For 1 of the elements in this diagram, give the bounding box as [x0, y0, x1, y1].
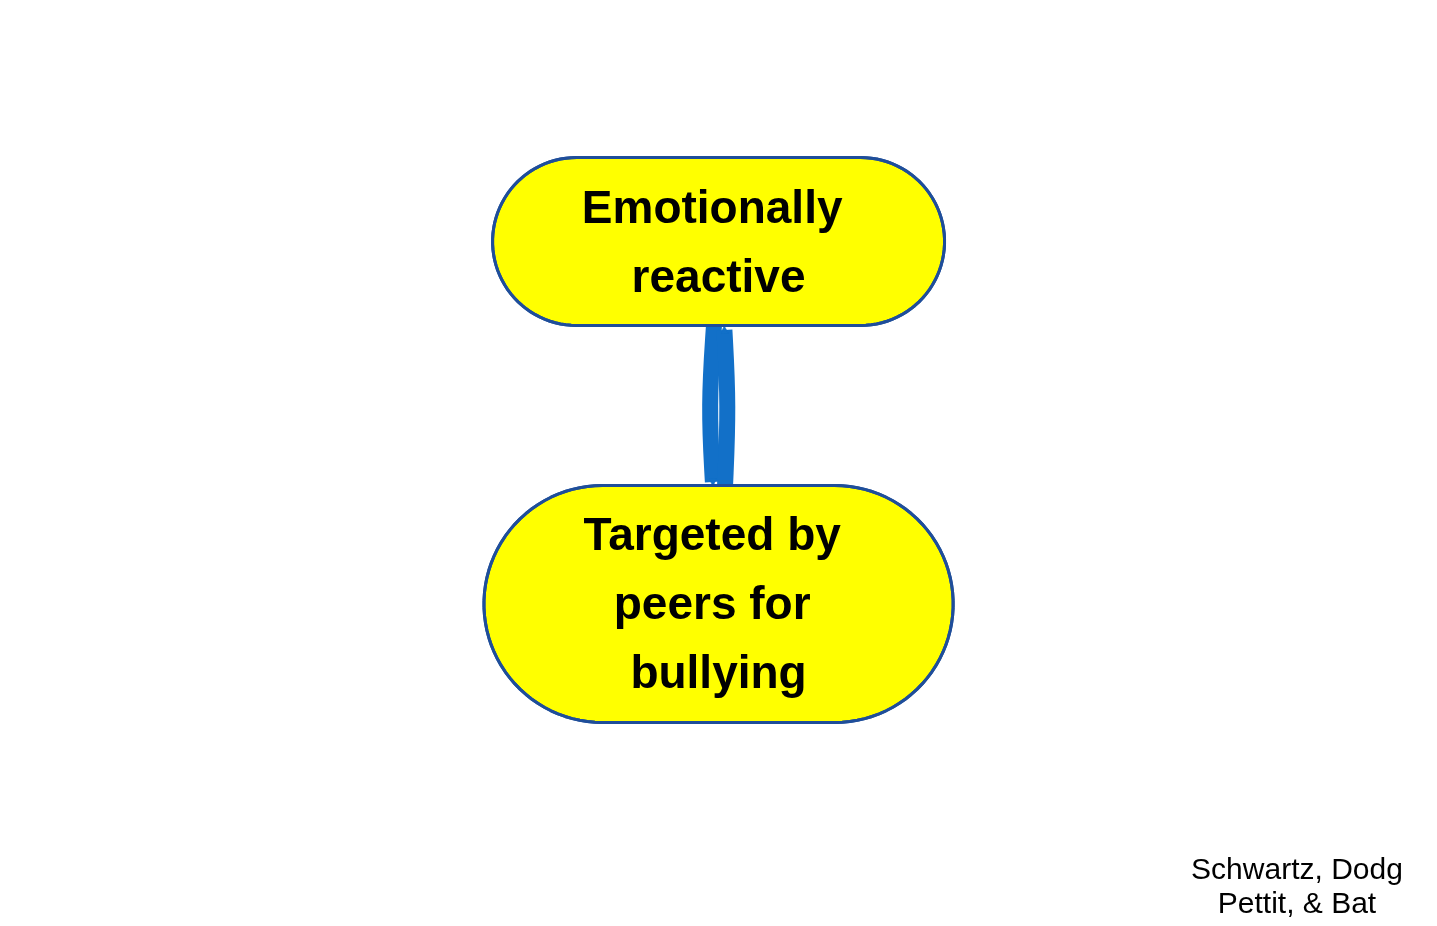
citation-text: Schwartz, Dodg Pettit, & Bat — [1190, 852, 1404, 920]
